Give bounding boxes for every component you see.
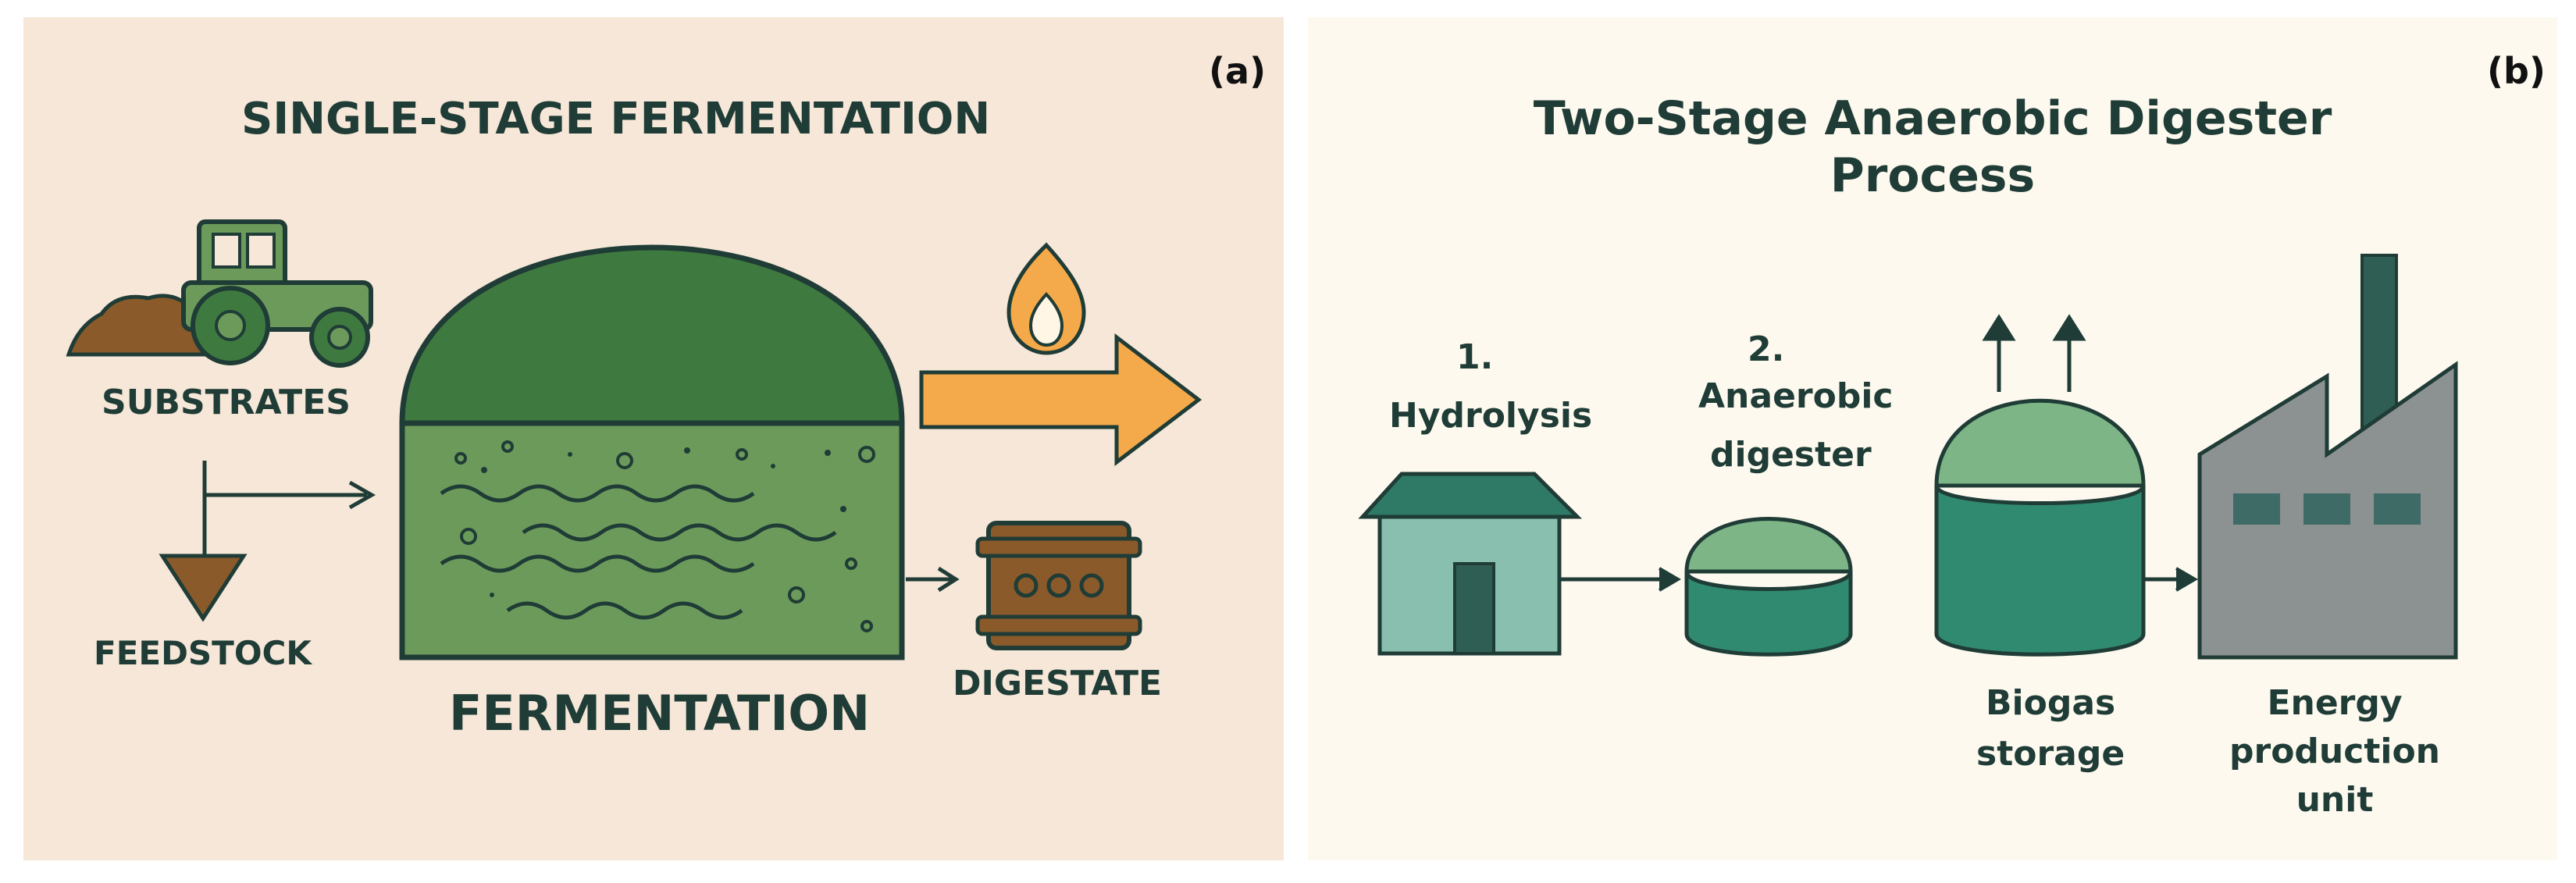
storage-line2: storage: [1976, 734, 2125, 774]
digester-tank-icon: [1684, 517, 1853, 657]
biogas-dome-icon: [1934, 398, 2146, 657]
panel-b-graphics: [1358, 254, 2458, 660]
panel-a-title: SINGLE-STAGE FERMENTATION: [241, 94, 991, 144]
storage-line1: Biogas: [1986, 683, 2116, 723]
factory-icon: [2197, 254, 2458, 660]
feedstock-label: FEEDSTOCK: [94, 634, 312, 672]
energy-line3: unit: [2296, 780, 2374, 820]
panel-b-tag: (b): [2487, 50, 2546, 92]
panel-a-graphics: [66, 219, 1202, 660]
panel-single-stage: (a) SINGLE-STAGE FERMENTATION SUBSTRATES…: [23, 17, 1284, 860]
step2-line2: digester: [1710, 435, 1872, 475]
panel-b-title-line2: Process: [1830, 148, 2036, 203]
fermentation-label: FERMENTATION: [449, 685, 870, 742]
panel-b-title-line1: Two-Stage Anaerobic Digester: [1533, 91, 2332, 146]
tractor-icon: [181, 219, 373, 368]
arrow-to-factory: [2143, 567, 2198, 592]
panel-a-tag: (a): [1209, 50, 1267, 92]
step1-number: 1.: [1456, 337, 1494, 377]
panel-two-stage: (b) Two-Stage Anaerobic Digester Process…: [1308, 17, 2557, 860]
digestate-arrow: [906, 566, 960, 593]
flame-icon: [1007, 242, 1086, 355]
up-arrow-icon: [1982, 314, 2086, 392]
arrow-to-digester: [1559, 567, 1681, 592]
energy-line2: production: [2229, 732, 2440, 771]
substrate-connector: [202, 461, 376, 556]
funnel-icon: [159, 554, 248, 622]
step1-label: Hydrolysis: [1389, 396, 1593, 436]
substrates-label: SUBSTRATES: [102, 383, 351, 422]
house-icon: [1358, 472, 1583, 656]
step2-number: 2.: [1748, 329, 1785, 369]
fermenter-tank: [399, 244, 905, 660]
digestate-label: DIGESTATE: [953, 664, 1163, 703]
digestate-box-icon: [975, 521, 1142, 650]
energy-line1: Energy: [2267, 683, 2403, 723]
step2-line1: Anaerobic: [1698, 376, 1894, 416]
output-arrow-icon: [919, 333, 1202, 467]
